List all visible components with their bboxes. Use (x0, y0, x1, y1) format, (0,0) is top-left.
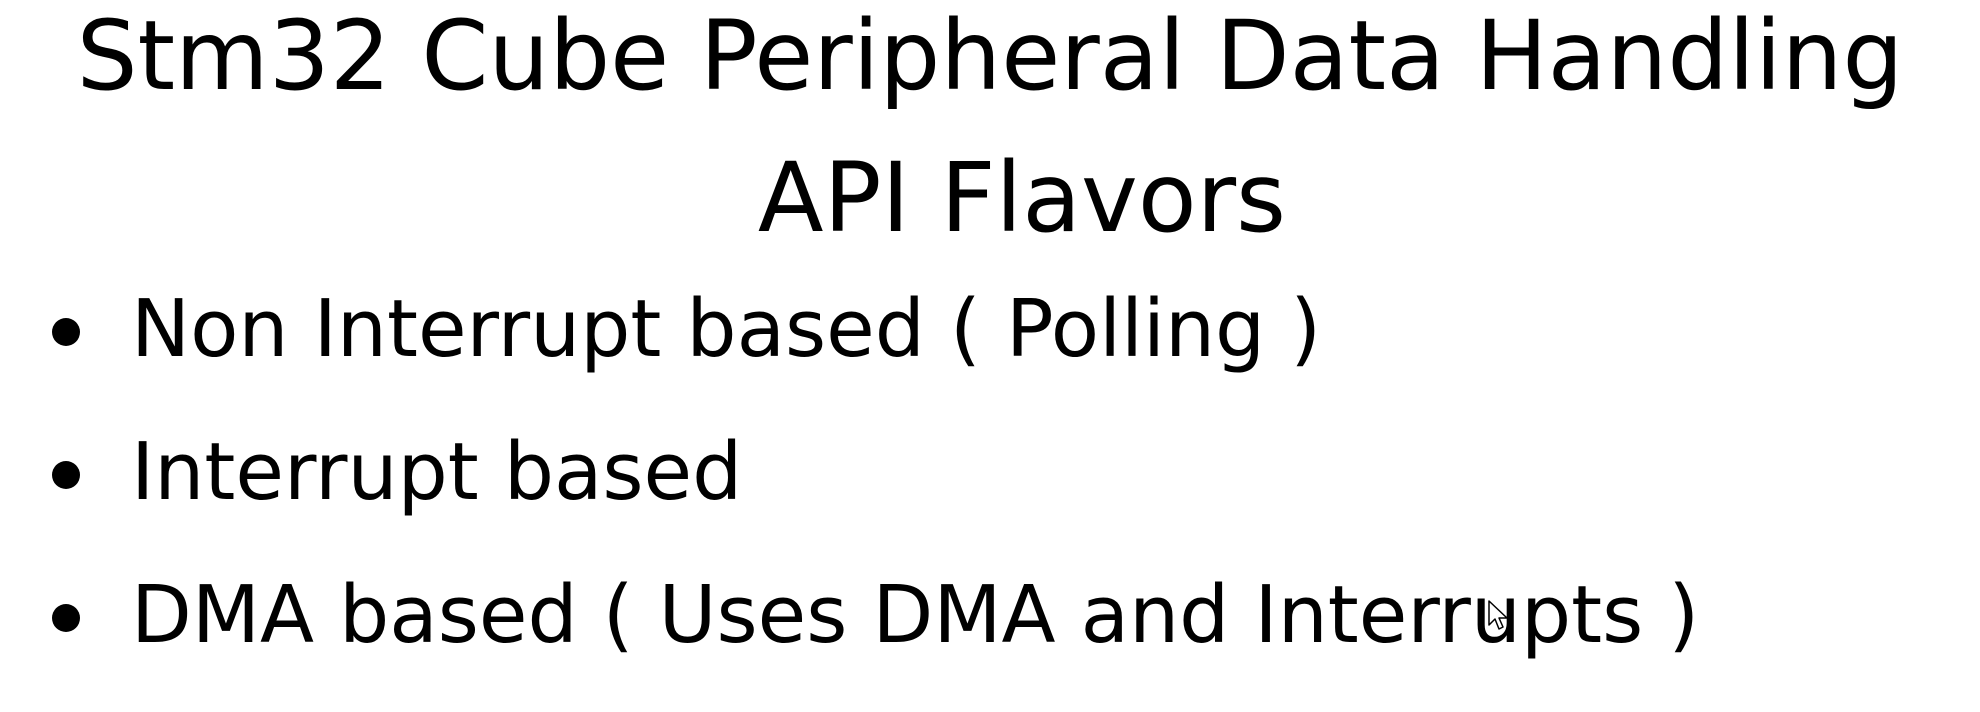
bullet-text: DMA based ( Uses DMA and Interrupts ) (131, 569, 1700, 661)
bullet-text: Non Interrupt based ( Polling ) (131, 283, 1322, 375)
bullet-text: Interrupt based (131, 426, 743, 518)
slide-title-line-1: Stm32 Cube Peripheral Data Handling (76, 0, 1904, 112)
bullet-dot-icon (52, 604, 80, 632)
bullet-dot-icon (52, 461, 80, 489)
bullet-dot-icon (52, 318, 80, 346)
mouse-pointer-icon (1488, 600, 1508, 630)
slide-title-line-2: API Flavors (757, 142, 1287, 254)
